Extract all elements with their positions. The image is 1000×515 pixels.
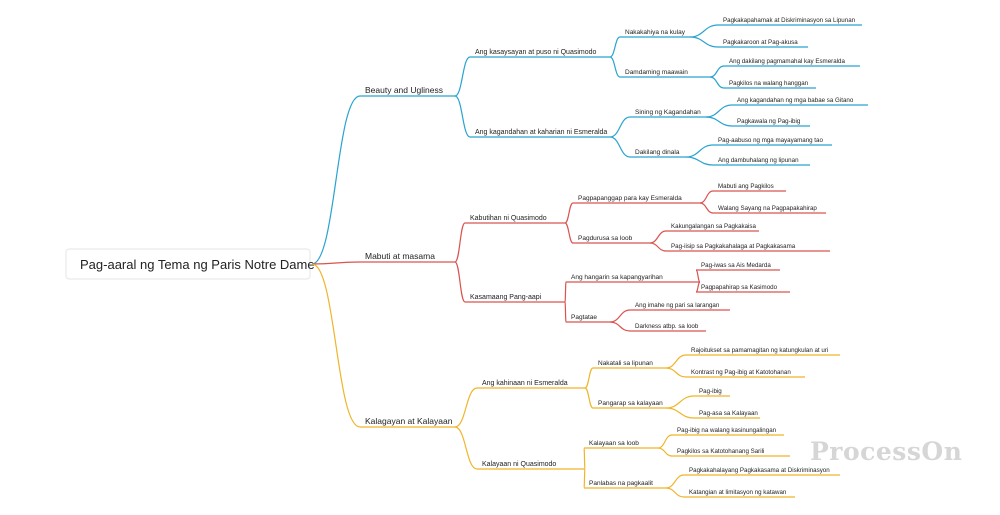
topic-kasamaang-pang-aapi-label[interactable]: Kasamaang Pang-aapi (470, 294, 542, 301)
leaf-pag-iisip-sa-pagkakahalaga-at-pagkakasam-connector (649, 242, 667, 252)
subtopic-nakatali-sa-lipunan-label[interactable]: Nakatali sa lipunan (598, 360, 653, 367)
subtopic-panlabas-na-pagkaalit-label[interactable]: Panlabas na pagkaalit (589, 480, 653, 487)
subtopic-panlabas-na-pagkaalit-connector (583, 468, 586, 489)
subtopic-damdaming-maawain-label[interactable]: Damdaming maawain (625, 69, 688, 76)
topic-ang-kahinaan-ni-esmeralda-connector (454, 387, 478, 428)
leaf-mabuti-ang-pagkilos-label[interactable]: Mabuti ang Pagkilos (718, 183, 774, 190)
processon-watermark: ProcessOn (810, 437, 963, 466)
branch-beauty-and-ugliness-label[interactable]: Beauty and Ugliness (365, 85, 443, 95)
leaf-pagkakapahamak-at-diskriminasyon-sa-lipu-connector (689, 24, 719, 38)
leaf-ang-dambuhalang-ng-lipunan-connector (685, 156, 714, 166)
leaf-pagpapahirap-sa-kasimodo-connector (695, 281, 701, 293)
leaf-mabuti-ang-pagkilos-connector (699, 190, 714, 204)
leaf-pagkakahalayang-pagkakasama-at-diskrimin-connector (665, 474, 685, 489)
root-node-title[interactable]: Pag-aaral ng Tema ng Paris Notre Dame (80, 257, 315, 272)
leaf-pag-iwas-sa-ais-medarda-connector (695, 269, 701, 283)
root-node-box[interactable] (65, 248, 311, 280)
subtopic-pagtatae-connector (564, 301, 567, 323)
subtopic-dakilang-dinala-connector (609, 136, 631, 158)
topic-ang-kasaysayan-at-puso-ni-quasimodo-label[interactable]: Ang kasaysayan at puso ni Quasimodo (475, 49, 597, 56)
topic-kalayaan-ni-quasimodo-label[interactable]: Kalayaan ni Quasimodo (482, 461, 556, 468)
branch-kalagayan-at-kalayaan-label[interactable]: Kalagayan at Kalayaan (365, 416, 453, 426)
subtopic-ang-hangarin-sa-kapangyarihan-connector (564, 281, 567, 303)
leaf-pagkawala-ng-pag-ibig-label[interactable]: Pagkawala ng Pag-ibig (737, 118, 801, 125)
leaf-pag-asa-sa-kalayaan-connector (665, 407, 695, 419)
subtopic-pagdurusa-sa-loob-label[interactable]: Pagdurusa sa loob (578, 235, 633, 242)
leaf-ang-dakilang-pagmamahal-kay-esmeralda-label[interactable]: Ang dakilang pagmamahal kay Esmeralda (729, 58, 845, 65)
leaf-pag-ibig-connector (665, 395, 695, 409)
branch-kalagayan-at-kalayaan-connector (311, 263, 361, 428)
leaf-darkness-atbp-sa-loob-label[interactable]: Darkness atbp. sa loob (635, 323, 699, 330)
subtopic-kalayaan-sa-loob-label[interactable]: Kalayaan sa loob (589, 440, 639, 447)
subtopic-nakakahiya-na-kulay-connector (609, 36, 621, 58)
leaf-ang-imahe-ng-pari-sa-larangan-label[interactable]: Ang imahe ng pari sa larangan (635, 302, 720, 309)
subtopic-damdaming-maawain-connector (609, 56, 621, 78)
leaf-ang-dambuhalang-ng-lipunan-label[interactable]: Ang dambuhalang ng lipunan (718, 157, 799, 164)
leaf-kakungalangan-sa-pagkakaisa-label[interactable]: Kakungalangan sa Pagkakaisa (671, 223, 757, 230)
subtopic-nakatali-sa-lipunan-connector (584, 367, 594, 389)
branch-mabuti-at-masama-connector (311, 261, 361, 265)
leaf-pag-ibig-label[interactable]: Pag-ibig (699, 388, 722, 395)
topic-ang-kahinaan-ni-esmeralda-label[interactable]: Ang kahinaan ni Esmeralda (482, 380, 568, 387)
leaf-pag-aabuso-ng-mga-mayayamang-tao-connector (685, 144, 714, 158)
subtopic-pagtatae-label[interactable]: Pagtatae (571, 314, 597, 321)
topic-ang-kagandahan-at-kaharian-ni-esmeralda-label[interactable]: Ang kagandahan at kaharian ni Esmeralda (475, 129, 607, 136)
leaf-kontrast-ng-pag-ibig-at-katotohanan-label[interactable]: Kontrast ng Pag-ibig at Katotohanan (691, 369, 791, 376)
leaf-pag-ibig-na-walang-kasinungalingan-label[interactable]: Pag-ibig na walang kasinungalingan (677, 427, 777, 434)
leaf-pagkakaroon-at-pag-akusa-label[interactable]: Pagkakaroon at Pag-akusa (723, 39, 798, 46)
leaf-pagkawala-ng-pag-ibig-connector (705, 116, 733, 127)
subtopic-ang-hangarin-sa-kapangyarihan-label[interactable]: Ang hangarin sa kapangyarihan (571, 274, 663, 281)
leaf-pagkakaroon-at-pag-akusa-connector (689, 36, 719, 48)
branch-beauty-and-ugliness-connector (311, 95, 361, 265)
leaf-pag-iwas-sa-ais-medarda-label[interactable]: Pag-iwas sa Ais Medarda (701, 262, 771, 269)
leaf-pag-aabuso-ng-mga-mayayamang-tao-label[interactable]: Pag-aabuso ng mga mayayamang tao (718, 137, 823, 144)
leaf-pag-ibig-na-walang-kasinungalingan-connector (657, 434, 673, 449)
subtopic-dakilang-dinala-label[interactable]: Dakilang dinala (635, 149, 680, 156)
subtopic-sining-ng-kagandahan-connector (609, 116, 631, 138)
leaf-rajoitukset-sa-pamamagitan-ng-katungkula-connector (665, 354, 687, 369)
topic-kabutihan-ni-quasimodo-connector (454, 222, 466, 263)
subtopic-nakakahiya-na-kulay-label[interactable]: Nakakahiya na kulay (625, 29, 686, 36)
leaf-pagkilos-na-walang-hanggan-label[interactable]: Pagkilos na walang hanggan (729, 80, 809, 87)
leaf-pagkilos-sa-katotohanang-sarili-connector (657, 447, 673, 457)
leaf-pagkilos-na-walang-hanggan-connector (709, 76, 725, 89)
leaf-kakungalangan-sa-pagkakaisa-connector (649, 230, 667, 244)
leaf-ang-kagandahan-ng-mga-babae-sa-gitano-connector (705, 104, 733, 118)
leaf-ang-imahe-ng-pari-sa-larangan-connector (609, 309, 631, 323)
leaf-walang-sayang-na-pagpapakahirap-connector (699, 202, 714, 214)
leaf-pagkakapahamak-at-diskriminasyon-sa-lipu-label[interactable]: Pagkakapahamak at Diskriminasyon sa Lipu… (723, 17, 856, 24)
subtopic-pangarap-sa-kalayaan-label[interactable]: Pangarap sa kalayaan (598, 400, 663, 407)
subtopic-sining-ng-kagandahan-label[interactable]: Sining ng Kagandahan (635, 109, 701, 116)
subtopic-pangarap-sa-kalayaan-connector (584, 387, 594, 409)
leaf-kontrast-ng-pag-ibig-at-katotohanan-connector (665, 367, 687, 378)
leaf-pagkilos-sa-katotohanang-sarili-label[interactable]: Pagkilos sa Katotohanang Sarili (677, 448, 764, 455)
leaf-ang-dakilang-pagmamahal-kay-esmeralda-connector (709, 65, 725, 78)
topic-ang-kasaysayan-at-puso-ni-quasimodo-connector (454, 56, 471, 97)
topic-kalayaan-ni-quasimodo-connector (454, 426, 478, 470)
leaf-rajoitukset-sa-pamamagitan-ng-katungkula-label[interactable]: Rajoitukset sa pamamagitan ng katungkula… (691, 347, 828, 354)
subtopic-pagpapanggap-para-kay-esmeralda-label[interactable]: Pagpapanggap para kay Esmeralda (578, 195, 682, 202)
leaf-walang-sayang-na-pagpapakahirap-label[interactable]: Walang Sayang na Pagpapakahirap (718, 205, 817, 212)
topic-kasamaang-pang-aapi-connector (454, 261, 466, 303)
topic-ang-kagandahan-at-kaharian-ni-esmeralda-connector (454, 95, 471, 138)
topic-kabutihan-ni-quasimodo-label[interactable]: Kabutihan ni Quasimodo (470, 215, 547, 222)
subtopic-kalayaan-sa-loob-connector (583, 447, 586, 470)
branch-mabuti-at-masama-label[interactable]: Mabuti at masama (365, 251, 435, 261)
leaf-pagkakahalayang-pagkakasama-at-diskrimin-label[interactable]: Pagkakahalayang Pagkakasama at Diskrimin… (689, 467, 830, 474)
leaf-katangian-at-limitasyon-ng-katawan-label[interactable]: Katangian at limitasyon ng katawan (689, 489, 787, 496)
leaf-ang-kagandahan-ng-mga-babae-sa-gitano-label[interactable]: Ang kagandahan ng mga babae sa Gitano (737, 97, 854, 104)
leaf-katangian-at-limitasyon-ng-katawan-connector (665, 487, 685, 498)
subtopic-pagpapanggap-para-kay-esmeralda-connector (564, 202, 574, 224)
leaf-pagpapahirap-sa-kasimodo-label[interactable]: Pagpapahirap sa Kasimodo (701, 284, 778, 291)
subtopic-pagdurusa-sa-loob-connector (564, 222, 574, 244)
leaf-darkness-atbp-sa-loob-connector (609, 321, 631, 332)
leaf-pag-asa-sa-kalayaan-label[interactable]: Pag-asa sa Kalayaan (699, 410, 758, 417)
leaf-pag-iisip-sa-pagkakahalaga-at-pagkakasam-label[interactable]: Pag-iisip sa Pagkakahalaga at Pagkakasam… (671, 243, 796, 250)
